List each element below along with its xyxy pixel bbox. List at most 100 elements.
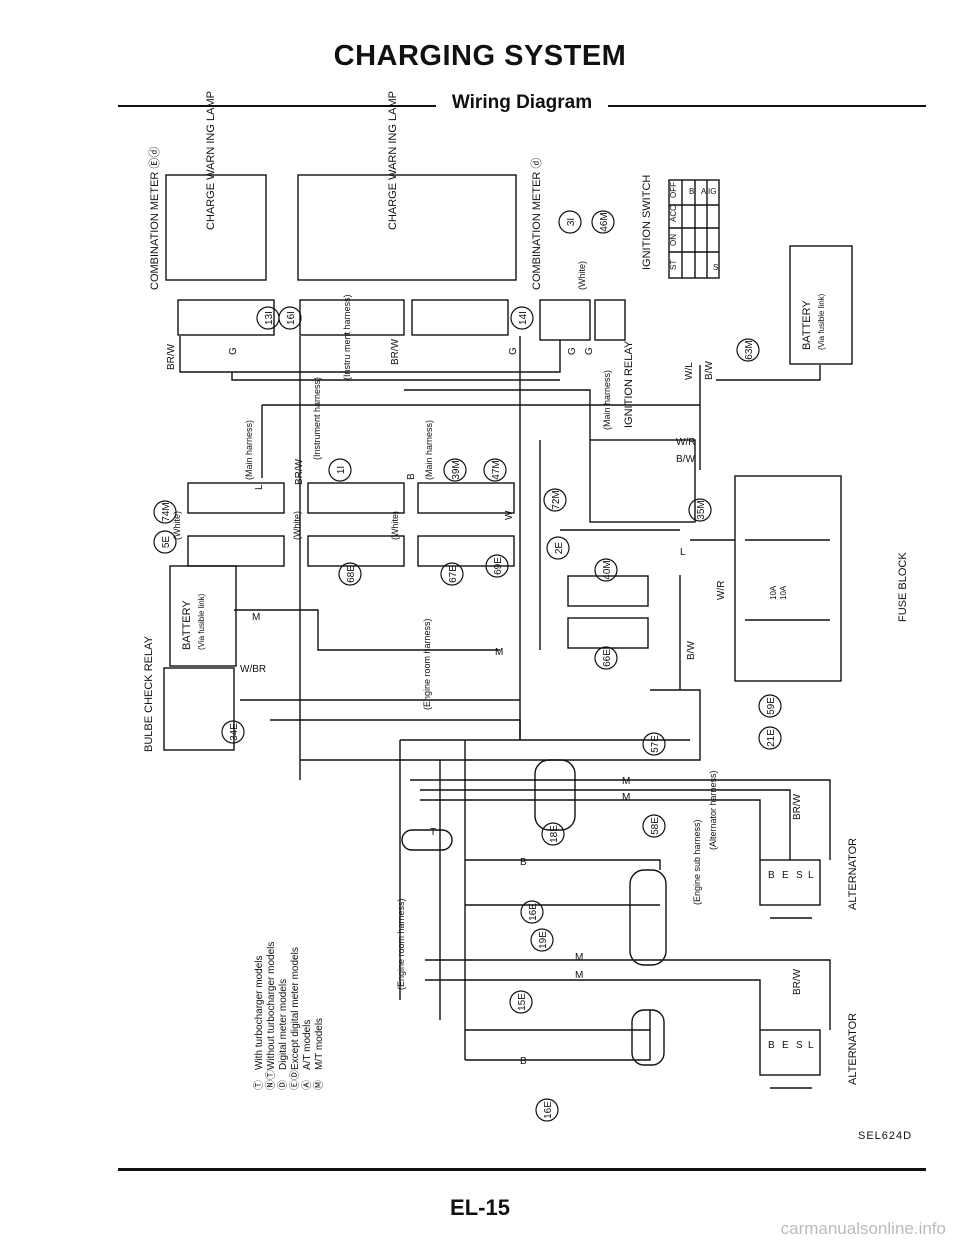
harness-main-3: (Main harness) xyxy=(602,370,612,430)
connector-74M: 74M xyxy=(161,502,172,521)
connector-67E: 67E xyxy=(448,565,459,583)
wire-g-4: G xyxy=(584,347,595,355)
alt-nt-term-s: S xyxy=(796,870,803,881)
ign-pos-acc: ACC xyxy=(669,205,678,222)
combination-meter-ed-box xyxy=(165,174,267,281)
legend-symbol-3: Ⓓ xyxy=(277,1080,289,1090)
ign-pos-on: ON xyxy=(669,234,678,246)
wire-m-6: M xyxy=(575,970,583,981)
watermark: carmanualsonline.info xyxy=(780,1219,946,1238)
ignition-switch-box xyxy=(668,179,720,279)
legend-symbol-4: ⒺⒹ xyxy=(289,1070,301,1090)
harness-main-1: (Main harness) xyxy=(244,420,254,480)
connector-57E: 57E xyxy=(650,735,661,753)
battery-left-box xyxy=(169,565,237,667)
fuse-block-label: FUSE BLOCK xyxy=(897,552,909,622)
subtitle-row: Wiring Diagram xyxy=(118,92,926,116)
ign-term-s: S xyxy=(713,263,718,272)
alt-t-term-s: S xyxy=(796,1040,803,1051)
alternator-nt-box xyxy=(759,859,821,906)
figure-code: SEL624D xyxy=(858,1130,913,1142)
alt-t-term-l: L xyxy=(808,1040,814,1051)
battery-left-label: BATTERY xyxy=(181,600,193,650)
battery-right-note: (Via fusible link) xyxy=(817,293,826,350)
charge-warn-lamp-label: CHARGE WARN ING LAMP xyxy=(205,91,217,230)
connector-34E: 34E xyxy=(229,723,240,741)
wire-m-5: M xyxy=(575,952,583,963)
wire-br-w-4: BR/W xyxy=(792,793,803,820)
harness-labels: (Main harness) (Instrument harness) (Ins… xyxy=(172,261,718,990)
harness-engine-sub: (Engine sub harness) xyxy=(692,819,702,905)
wire-br-w-5: BR/W xyxy=(792,968,803,995)
connector-35M: 35M xyxy=(696,500,707,519)
harness-alternator: (Alternator harness) xyxy=(708,770,718,850)
harness-white-4: (White) xyxy=(577,261,587,290)
wire-b-w-3: B/W xyxy=(686,641,697,660)
subtitle: Wiring Diagram xyxy=(451,92,593,113)
connector-5E: 5E xyxy=(161,536,172,549)
wire-l-1: L xyxy=(254,484,265,490)
alt-t-term-b: B xyxy=(768,1040,775,1051)
fuse-rating-1: 10A xyxy=(769,585,778,600)
legend-text-1: With turbocharger models xyxy=(254,956,265,1071)
connector-58E: 58E xyxy=(650,817,661,835)
ign-pos-off: OFF xyxy=(669,182,678,198)
battery-right-label: BATTERY xyxy=(801,300,813,350)
wire-m-2: M xyxy=(495,647,503,658)
combination-meter-ed-label: COMBINATION METER Ⓔⓓ xyxy=(148,147,161,290)
wire-b-w-2: B/W xyxy=(676,454,695,465)
ignition-switch-label: IGNITION SWITCH xyxy=(641,175,653,270)
alternator-t-label: ALTERNATOR xyxy=(847,1013,859,1085)
bulb-check-relay-label: BULBE CHECK RELAY xyxy=(143,635,155,752)
legend-text-2: Without turbocharger models xyxy=(266,942,277,1070)
ign-pos-st: ST xyxy=(669,260,678,270)
connector-39M: 39M xyxy=(451,460,462,479)
connector-63M: 63M xyxy=(744,340,755,359)
harness-engine-room-1: (Engine room harness) xyxy=(422,618,432,710)
connector-21E: 21E xyxy=(766,729,777,747)
wiring-lines xyxy=(163,174,853,1089)
wire-b-w-1: B/W xyxy=(704,361,715,380)
connector-68E: 68E xyxy=(346,565,357,583)
connector-16I: 16I xyxy=(286,311,297,325)
fuse-ratings: 10A 10A xyxy=(769,585,788,600)
bulb-check-relay-box xyxy=(163,667,235,751)
connector-2E: 2E xyxy=(554,542,565,555)
connector-1I: 1I xyxy=(336,466,347,474)
connector-14I: 14I xyxy=(518,311,529,325)
wire-b-1: B xyxy=(406,473,417,480)
legend-text-4: Except digital meter models xyxy=(290,947,301,1070)
wire-g-1: G xyxy=(228,347,239,355)
wire-w-br-1: W/BR xyxy=(240,664,266,675)
battery-right-box xyxy=(789,245,853,365)
wire-m-4: M xyxy=(622,792,630,803)
ignition-relay-label: IGNITION RELAY xyxy=(623,340,635,428)
wire-br-w-3: BR/W xyxy=(294,458,305,485)
alternator-nt-label: ALTERNATOR xyxy=(847,838,859,910)
harness-engine-room-2: (Engine room harness) xyxy=(396,898,406,990)
subtitle-rule-right xyxy=(608,105,926,107)
wire-m-3: M xyxy=(622,776,630,787)
charge-warn-lamp-label-d: CHARGE WARN ING LAMP xyxy=(387,91,399,230)
wire-w-r-2: W/R xyxy=(716,581,727,600)
ign-term-a: A xyxy=(701,187,707,196)
legend-text-5: A/T models xyxy=(302,1020,313,1070)
wire-g-2: G xyxy=(508,347,519,355)
ignition-table: OFF ACC ON ST B A IG S xyxy=(669,182,718,272)
harness-white-2: (White) xyxy=(292,511,302,540)
wire-b-3: B xyxy=(520,1056,527,1067)
alt-nt-term-e: E xyxy=(782,870,789,881)
legend-symbol-6: Ⓜ xyxy=(313,1080,325,1090)
connector-16E-lower: 16E xyxy=(543,1101,554,1119)
combination-meter-d-label: COMBINATION METER ⓓ xyxy=(530,158,543,290)
connector-labels: 13I 16I 14I 3I 46M 63M 74M 5E 1I 39M 47M… xyxy=(153,210,782,1122)
legend-text-6: M/T models xyxy=(314,1018,325,1070)
legend: Ⓣ With turbocharger models ⓃⓉ Without tu… xyxy=(253,942,325,1090)
harness-instrument: (Instrument harness) xyxy=(312,377,322,460)
component-labels: COMBINATION METER Ⓔⓓ CHARGE WARN ING LAM… xyxy=(143,91,909,1085)
footer-rule xyxy=(118,1168,926,1171)
ign-term-b: B xyxy=(689,187,694,196)
wire-color-labels: BR/W G BR/W G G G W/L B/W L BR/W B W W/R… xyxy=(166,338,803,1067)
fuse-block-box xyxy=(734,475,842,682)
legend-symbol-1: Ⓣ xyxy=(253,1080,265,1090)
